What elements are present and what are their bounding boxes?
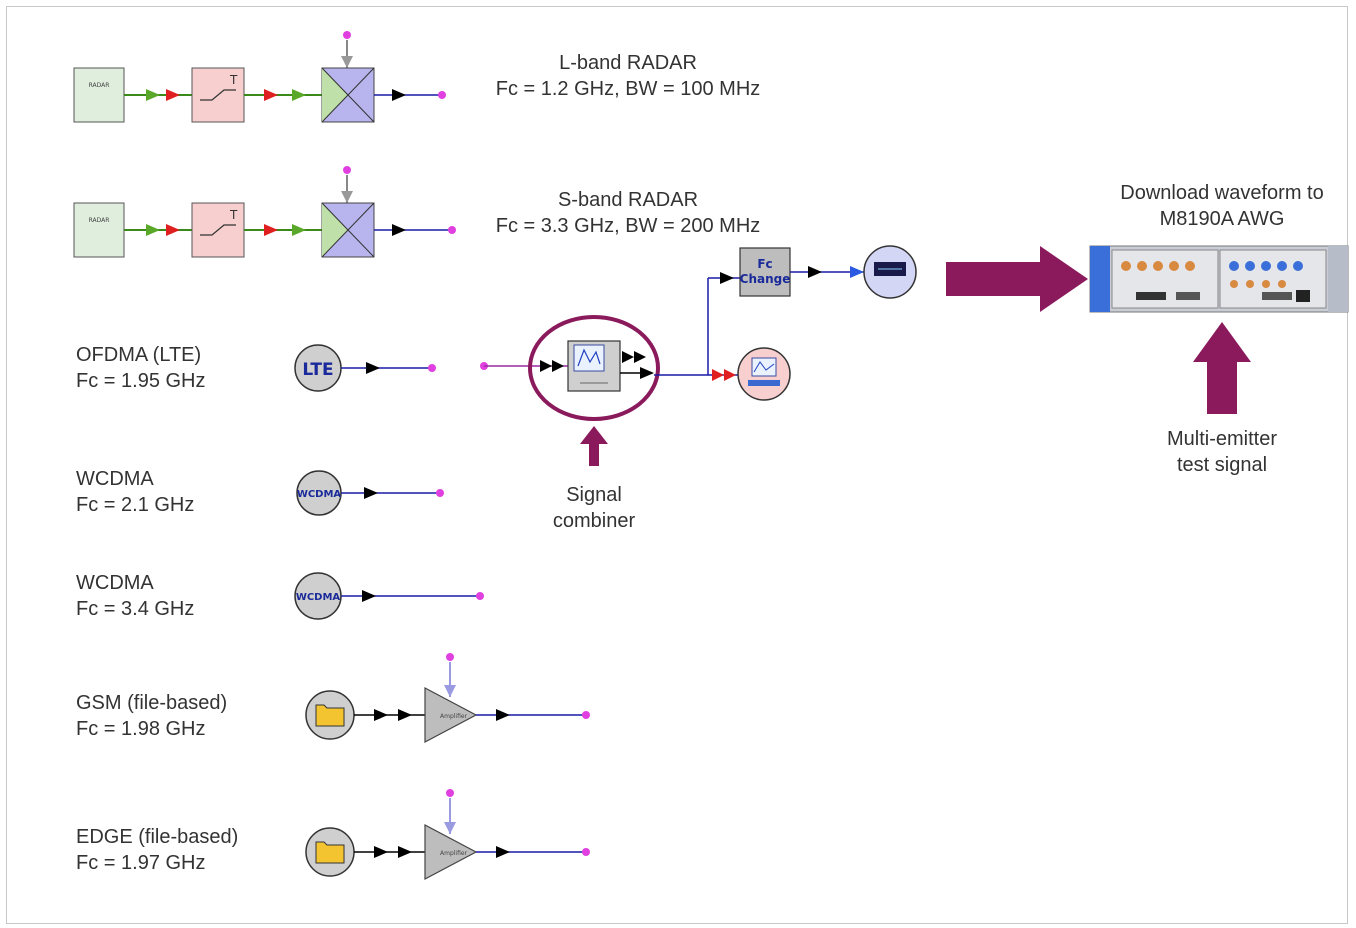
wcdma-source-label: WCDMA	[296, 592, 341, 603]
radar-source-label: RADAR	[89, 217, 110, 224]
signal-combiner	[480, 272, 742, 419]
edge-label: EDGE (file-based)Fc = 1.97 GHz	[76, 824, 238, 876]
folder-icon	[316, 842, 344, 863]
edge-chain: Amplifier	[306, 789, 590, 879]
download-arrow	[946, 246, 1088, 312]
s-band-radar-chain: RADAR T	[74, 166, 456, 257]
lte-source-label: LTE	[302, 360, 333, 380]
m8190a-awg-instrument[interactable]	[1090, 246, 1348, 312]
multi-emitter-arrow	[1193, 322, 1251, 414]
svg-text:Change: Change	[740, 272, 791, 286]
wcdma-source-label: WCDMA	[297, 489, 342, 500]
fc-change-chain: Fc Change	[738, 246, 916, 400]
radar-source-block[interactable]	[74, 68, 124, 122]
l-band-radar-chain: RADAR T	[74, 31, 446, 122]
lte-chain: LTE	[295, 345, 436, 391]
svg-text:Amplifier: Amplifier	[440, 713, 468, 720]
wcdma-chain-1: WCDMA	[297, 471, 444, 515]
svg-text:Amplifier: Amplifier	[440, 850, 468, 857]
ofdma-label: OFDMA (LTE)Fc = 1.95 GHz	[76, 342, 206, 394]
svg-text:T: T	[229, 73, 238, 87]
radar-source-label: RADAR	[89, 82, 110, 89]
svg-text:Fc: Fc	[757, 257, 772, 271]
wcdma-chain-2: WCDMA	[295, 573, 484, 619]
gsm-chain: Amplifier	[306, 653, 590, 742]
radar-source-block[interactable]	[74, 203, 124, 257]
gsm-label: GSM (file-based)Fc = 1.98 GHz	[76, 690, 227, 742]
combiner-pointer-arrow	[580, 426, 608, 466]
svg-text:T: T	[229, 208, 238, 222]
folder-icon	[316, 705, 344, 726]
